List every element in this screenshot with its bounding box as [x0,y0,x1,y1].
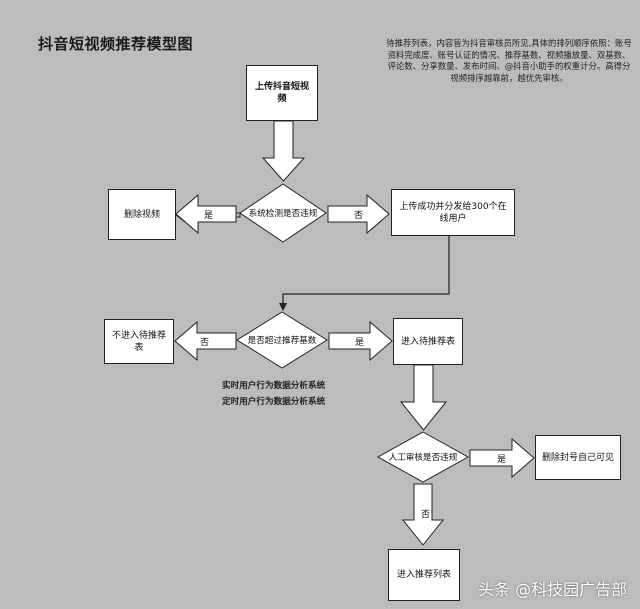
decision-over-base [236,311,328,369]
decision-check [239,183,327,243]
edge-over-no-label: 否 [200,338,210,348]
node-distribute: 上传成功并分发给300个在线用户 [391,189,515,236]
arrow-over-to-pending [328,320,393,362]
system-realtime: 实时用户行为数据分析系统 [222,381,326,391]
arrow-upload-to-check [261,120,306,182]
arrow-pending-to-review [399,364,448,431]
decision-manual-review [376,431,470,483]
arrow-check-to-distribute [327,193,390,235]
arrow-review-to-ban [469,437,535,479]
node-upload: 上传抖音短视频 [246,65,318,121]
edge-review-yes-label: 是 [497,455,507,465]
edge-over-yes-label: 是 [355,338,365,348]
node-manual-review-label: 人工审核是否违规 [388,453,458,463]
node-delete: 删除视频 [108,189,176,240]
connector-distribute-to-over [282,236,450,303]
arrow-review-to-recommend [401,483,445,546]
edge-check-no-label: 否 [354,211,364,221]
edge-check-yes-label: 是 [204,211,214,221]
arrow-over-to-not-pending [174,320,237,362]
page-title: 抖音短视频推荐模型图 [38,35,194,53]
node-not-pending: 不进入待推荐表 [104,319,174,364]
node-check-label: 系统检测是否违规 [248,209,318,219]
system-scheduled: 定时用户行为数据分析系统 [222,397,326,407]
edge-review-no-label: 否 [421,510,431,520]
ranking-note: 待推荐列表，内容皆为抖音审核员所见,具体的排列顺序依照：账号资料完成度、账号认证… [386,38,632,83]
node-recommend-list: 进入推荐列表 [388,549,460,601]
node-ban: 删除封号自己可见 [535,435,621,480]
node-pending: 进入待推荐表 [393,318,463,365]
connector-arrowhead [279,303,287,311]
node-over-base-label: 是否超过推荐基数 [247,336,317,346]
watermark: 头条 @科技园广告部 [478,580,628,599]
